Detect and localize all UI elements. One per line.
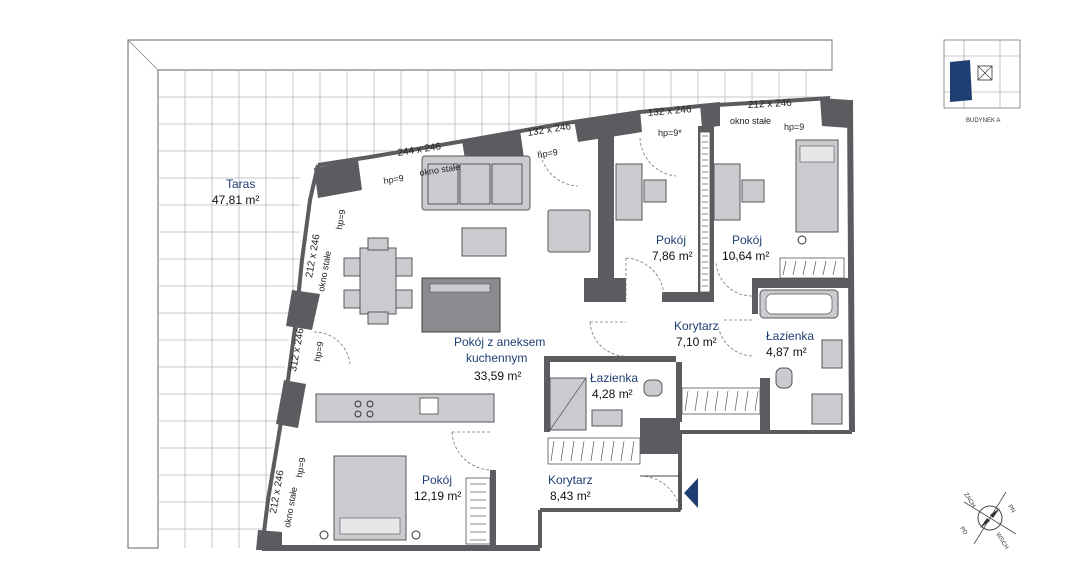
- closet-hatch-line: [754, 390, 759, 412]
- closet-hatch-line: [580, 440, 585, 462]
- window-4-dim: 212 x 246: [748, 98, 793, 111]
- pokoj-c-area: 12,19 m²: [414, 489, 461, 503]
- compass-east: WSCH: [994, 532, 1009, 551]
- korytarz-b-area: 8,43 m²: [550, 489, 591, 503]
- closets: [465, 131, 845, 545]
- closet-hatch-line: [630, 440, 635, 462]
- compass-north: PN: [1006, 504, 1016, 514]
- room-labels: Taras 47,81 m² Pokój z aneksem kuchennym…: [212, 177, 814, 503]
- window-4-note: okno stałe: [730, 116, 771, 126]
- taras-name: Taras: [226, 177, 255, 191]
- closet-hatch-line: [812, 260, 817, 276]
- window-7-hp: hp=9: [294, 457, 307, 479]
- pokoj-b-area: 10,64 m²: [722, 249, 769, 263]
- lazienka-a-area: 4,87 m²: [766, 345, 807, 359]
- closet-hatch-line: [822, 260, 827, 276]
- compass-icon: ZACH PN PD WSCH: [958, 491, 1017, 551]
- compass-west: ZACH: [962, 492, 976, 509]
- pokoj-aneks-name-2: kuchennym: [466, 351, 527, 365]
- korytarz-b-name: Korytarz: [548, 473, 593, 487]
- closet-hatch-line: [570, 440, 575, 462]
- closet-hatch-line: [590, 440, 595, 462]
- closet-hatch-line: [704, 390, 709, 412]
- closet-hatch-line: [782, 260, 787, 276]
- korytarz-a-name: Korytarz: [674, 319, 719, 333]
- compass-south: PD: [958, 526, 968, 537]
- pokoj-b-name: Pokój: [732, 233, 762, 247]
- window-6-hp: hp=9: [312, 341, 325, 363]
- closet-hatch-line: [714, 390, 719, 412]
- window-5-hp: hp=9: [334, 209, 347, 231]
- keyplan-label: BUDYNEK A: [966, 118, 1000, 124]
- entrance-marker-icon: [684, 478, 698, 508]
- lazienka-b-name: Łazienka: [590, 371, 638, 385]
- keyplan-highlight: [950, 60, 972, 102]
- pokoj-aneks-name-1: Pokój z aneksem: [454, 335, 545, 349]
- door-swings: [313, 137, 753, 513]
- closet-hatch-line: [684, 390, 689, 412]
- pokoj-aneks-area: 33,59 m²: [474, 369, 521, 383]
- korytarz-a-area: 7,10 m²: [676, 335, 717, 349]
- closet-hatch-line: [832, 260, 837, 276]
- closet-hatch-line: [734, 390, 739, 412]
- closet-hatch-line: [792, 260, 797, 276]
- pokoj-a-area: 7,86 m²: [652, 249, 693, 263]
- closet-hatch-line: [550, 440, 555, 462]
- window-2-hp: hp=9: [537, 147, 559, 160]
- closet-hatch-line: [744, 390, 749, 412]
- window-3-dim: 132 x 246: [647, 104, 692, 119]
- window-1-hp: hp=9: [383, 173, 405, 186]
- window-3-hp: hp=9*: [658, 128, 682, 138]
- taras-area: 47,81 m²: [212, 193, 259, 207]
- closet-hatch-line: [802, 260, 807, 276]
- closet-hatch-line: [724, 390, 729, 412]
- closet-hatch-line: [560, 440, 565, 462]
- closet-hatch-line: [600, 440, 605, 462]
- furniture: [315, 139, 843, 541]
- lazienka-b-area: 4,28 m²: [592, 387, 633, 401]
- pokoj-c-name: Pokój: [422, 473, 452, 487]
- key-plan: BUDYNEK A: [943, 39, 1021, 124]
- lazienka-a-name: Łazienka: [766, 329, 814, 343]
- pokoj-a-name: Pokój: [656, 233, 686, 247]
- window-4-hp: hp=9: [784, 122, 804, 132]
- closet-hatch-line: [610, 440, 615, 462]
- closet-hatch-line: [694, 390, 699, 412]
- closet-hatch-line: [620, 440, 625, 462]
